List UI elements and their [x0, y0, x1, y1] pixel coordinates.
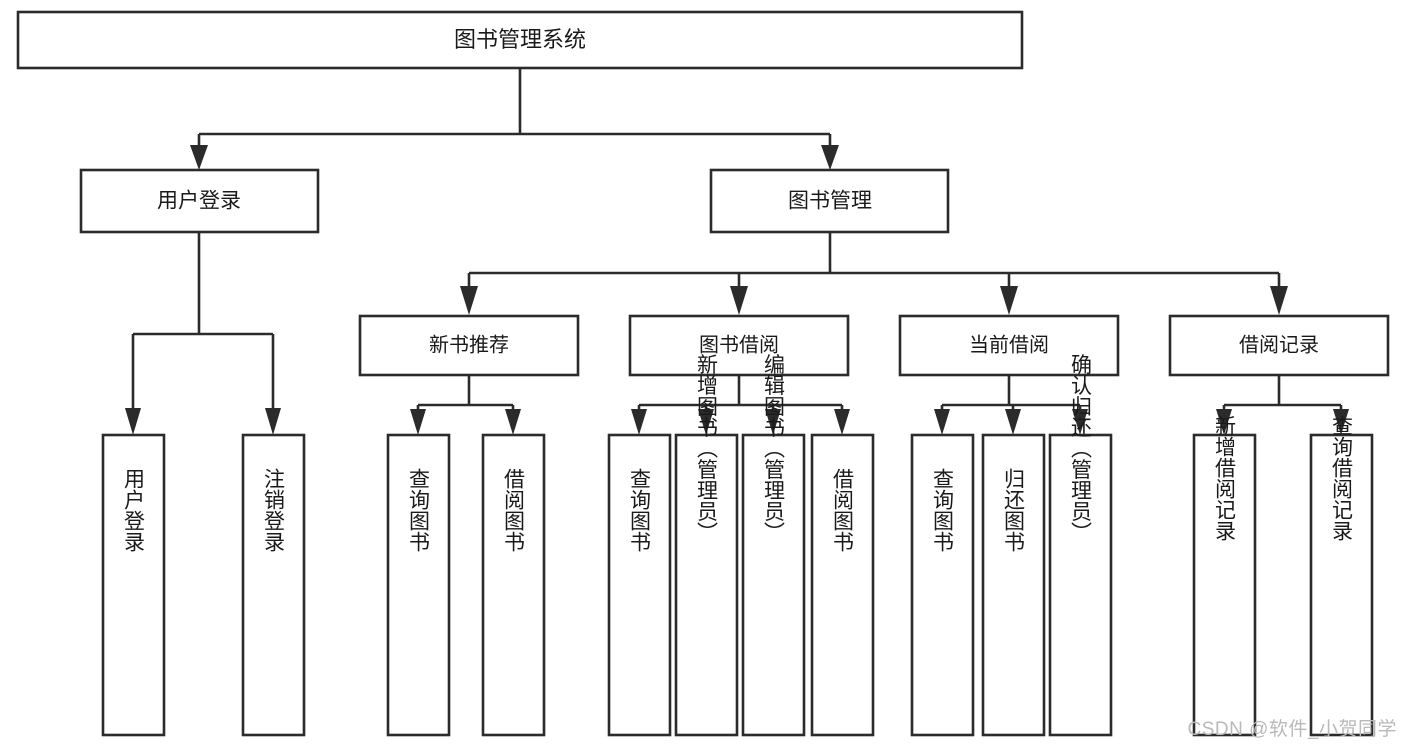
arrow-leaf-query-book-2 — [631, 409, 647, 435]
node-book-borrow-box[interactable] — [628, 314, 850, 377]
node-leaf-user-login[interactable]: 用户登录 — [101, 433, 166, 737]
node-current-borrow[interactable]: 当前借阅 — [898, 314, 1120, 377]
node-leaf-user-login-box[interactable] — [101, 433, 166, 737]
node-leaf-user-login-label: 用户登录 — [122, 468, 146, 552]
node-leaf-confirm-return[interactable]: 确认归还（管理员） — [1048, 354, 1113, 737]
node-root-label: 图书管理系统 — [454, 27, 586, 52]
node-leaf-query-book-3[interactable]: 查询图书 — [910, 433, 975, 737]
node-leaf-edit-book-box[interactable] — [741, 433, 806, 737]
arrow-book-borrow — [730, 286, 748, 315]
node-root[interactable]: 图书管理系统 — [16, 10, 1024, 70]
node-leaf-query-book-1-box[interactable] — [386, 433, 451, 737]
node-book-manage[interactable]: 图书管理 — [709, 168, 950, 234]
node-leaf-query-record-label: 查询借阅记录 — [1330, 415, 1354, 541]
node-leaf-confirm-return-box[interactable] — [1048, 433, 1113, 737]
node-leaf-logout-label: 注销登录 — [262, 468, 286, 552]
arrow-leaf-edit-book — [765, 409, 781, 435]
node-leaf-add-book-box[interactable] — [674, 433, 739, 737]
csdn-watermark: CSDN @软件_小贺同学 — [1187, 719, 1397, 740]
node-leaf-edit-book-label: 编辑图书（管理员） — [762, 354, 786, 543]
arrow-leaf-query-book-3 — [934, 409, 950, 435]
node-user-login-label: 用户登录 — [157, 190, 241, 213]
node-borrow-record-label: 借阅记录 — [1239, 333, 1319, 356]
arrow-leaf-query-book-1 — [410, 409, 426, 435]
arrow-new-book-rec — [460, 286, 478, 315]
node-leaf-return-book-box[interactable] — [981, 433, 1046, 737]
node-new-book-rec[interactable]: 新书推荐 — [358, 314, 580, 377]
node-leaf-borrow-book-2[interactable]: 借阅图书 — [810, 433, 875, 737]
arrow-leaf-query-record — [1333, 409, 1349, 435]
connector-layer — [125, 68, 1349, 435]
node-leaf-borrow-book-1-box[interactable] — [481, 433, 546, 737]
node-leaf-add-book[interactable]: 新增图书（管理员） — [674, 354, 739, 737]
arrow-leaf-confirm-return — [1072, 409, 1088, 435]
node-leaf-logout[interactable]: 注销登录 — [241, 433, 306, 737]
node-leaf-query-record-box[interactable] — [1309, 433, 1374, 737]
node-borrow-record-box[interactable] — [1168, 314, 1390, 377]
node-root-box[interactable] — [16, 10, 1024, 70]
arrow-leaf-user-login — [125, 408, 141, 435]
node-book-manage-box[interactable] — [709, 168, 950, 234]
node-leaf-query-book-2-box[interactable] — [607, 433, 672, 737]
arrow-leaf-logout — [265, 408, 281, 435]
node-leaf-borrow-book-2-box[interactable] — [810, 433, 875, 737]
node-borrow-record[interactable]: 借阅记录 — [1168, 314, 1390, 377]
node-leaf-query-book-3-label: 查询图书 — [931, 468, 955, 552]
node-leaf-query-book-2-label: 查询图书 — [628, 468, 652, 552]
node-leaf-query-book-2[interactable]: 查询图书 — [607, 433, 672, 737]
node-leaf-borrow-book-2-label: 借阅图书 — [831, 468, 855, 552]
arrow-leaf-add-book — [698, 409, 714, 435]
node-current-borrow-box[interactable] — [898, 314, 1120, 377]
node-leaf-borrow-book-1[interactable]: 借阅图书 — [481, 433, 546, 737]
node-leaf-return-book-label: 归还图书 — [1002, 468, 1026, 552]
node-book-borrow-label: 图书借阅 — [699, 333, 779, 356]
node-leaf-return-book[interactable]: 归还图书 — [981, 433, 1046, 737]
node-leaf-query-book-1[interactable]: 查询图书 — [386, 433, 451, 737]
node-leaf-logout-box[interactable] — [241, 433, 306, 737]
node-leaf-add-record-label: 新增借阅记录 — [1213, 415, 1237, 541]
node-user-login[interactable]: 用户登录 — [79, 168, 320, 234]
node-leaf-add-record[interactable]: 新增借阅记录 — [1192, 415, 1257, 737]
arrow-current-borrow — [1000, 286, 1018, 315]
arrow-leaf-borrow-book-2 — [834, 409, 850, 435]
node-leaf-confirm-return-label: 确认归还（管理员） — [1069, 354, 1093, 543]
arrow-leaf-add-record — [1216, 409, 1232, 435]
node-leaf-query-book-1-label: 查询图书 — [407, 468, 431, 552]
node-user-login-box[interactable] — [79, 168, 320, 234]
node-book-borrow[interactable]: 图书借阅 — [628, 314, 850, 377]
node-new-book-rec-box[interactable] — [358, 314, 580, 377]
node-current-borrow-label: 当前借阅 — [969, 333, 1049, 356]
node-leaf-query-record[interactable]: 查询借阅记录 — [1309, 415, 1374, 737]
node-new-book-rec-label: 新书推荐 — [429, 333, 509, 356]
node-leaf-query-book-3-box[interactable] — [910, 433, 975, 737]
node-leaf-edit-book[interactable]: 编辑图书（管理员） — [741, 354, 806, 737]
node-leaf-add-record-box[interactable] — [1192, 433, 1257, 737]
arrow-user-login — [190, 145, 208, 170]
node-leaf-borrow-book-1-label: 借阅图书 — [502, 468, 526, 552]
arrow-leaf-return-book — [1005, 409, 1021, 435]
arrow-leaf-borrow-book-1 — [505, 409, 521, 435]
node-leaf-add-book-label: 新增图书（管理员） — [695, 354, 719, 543]
arrow-book-manage — [821, 145, 839, 170]
arrow-borrow-record — [1270, 286, 1288, 315]
node-book-manage-label: 图书管理 — [788, 190, 872, 213]
